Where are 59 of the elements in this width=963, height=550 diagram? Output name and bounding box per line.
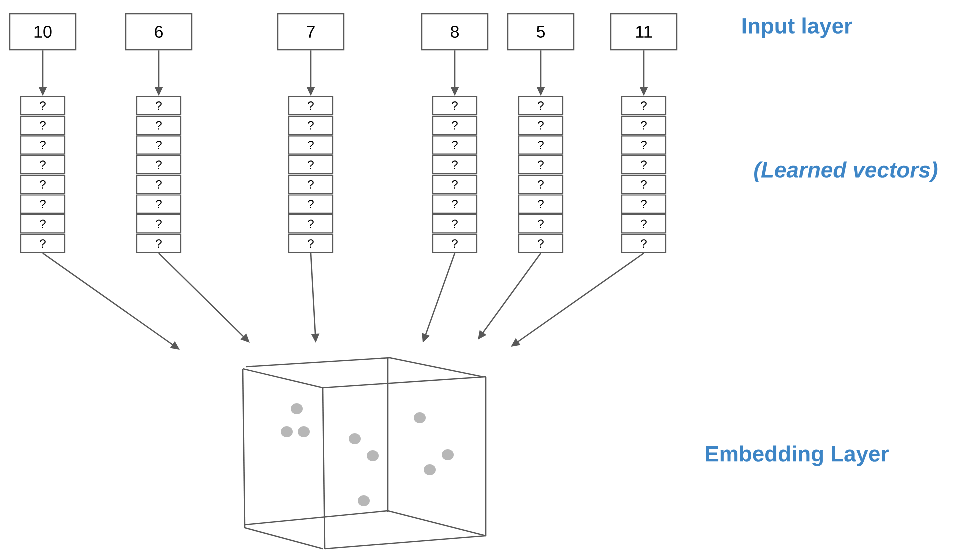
vector-cell: ? bbox=[288, 116, 334, 136]
layer-label: Embedding Layer bbox=[706, 446, 889, 466]
vector-cell: ? bbox=[432, 155, 478, 175]
vector-cell: ? bbox=[432, 175, 478, 194]
vector-cell: ? bbox=[621, 234, 667, 254]
vector-cell: ? bbox=[20, 155, 66, 175]
vector-cell: ? bbox=[518, 175, 564, 194]
vector-cell: ? bbox=[20, 214, 66, 234]
vector-cell: ? bbox=[288, 175, 334, 194]
vector-cell: ? bbox=[621, 116, 667, 136]
vector-cell: ? bbox=[136, 175, 182, 194]
vector-cell: ? bbox=[288, 136, 334, 155]
vector-cell: ? bbox=[518, 96, 564, 116]
vector-cell: ? bbox=[432, 116, 478, 136]
input-box: 8 bbox=[421, 13, 489, 51]
vector-cell: ? bbox=[20, 116, 66, 136]
vector-cell: ? bbox=[518, 116, 564, 136]
vector-cell: ? bbox=[432, 194, 478, 214]
vector-cell: ? bbox=[20, 96, 66, 116]
vector-cell: ? bbox=[432, 234, 478, 254]
vector-cell: ? bbox=[136, 96, 182, 116]
vector-cell: ? bbox=[432, 96, 478, 116]
vector-cell: ? bbox=[621, 175, 667, 194]
input-box: 6 bbox=[125, 13, 193, 51]
input-box: 5 bbox=[507, 13, 575, 51]
arrow bbox=[158, 252, 250, 343]
input-box: 11 bbox=[610, 13, 678, 51]
vector-cell: ? bbox=[20, 136, 66, 155]
vector-cell: ? bbox=[518, 155, 564, 175]
vector-cell: ? bbox=[621, 136, 667, 155]
layer-label: (Learned vectors) bbox=[754, 162, 938, 182]
cube-drawing bbox=[242, 357, 487, 550]
vector-cell: ? bbox=[288, 96, 334, 116]
vector-cell: ? bbox=[20, 234, 66, 254]
vector-cell: ? bbox=[432, 214, 478, 234]
vector-cell: ? bbox=[518, 194, 564, 214]
vector-cell: ? bbox=[432, 136, 478, 155]
input-box: 7 bbox=[277, 13, 345, 51]
vector-cell: ? bbox=[136, 136, 182, 155]
vector-cell: ? bbox=[621, 155, 667, 175]
vector-cell: ? bbox=[288, 155, 334, 175]
vector-cell: ? bbox=[20, 194, 66, 214]
vector-cell: ? bbox=[136, 234, 182, 254]
vector-cell: ? bbox=[288, 214, 334, 234]
vector-cell: ? bbox=[518, 136, 564, 155]
input-box: 10 bbox=[9, 13, 77, 51]
vector-cell: ? bbox=[518, 214, 564, 234]
vector-cell: ? bbox=[518, 234, 564, 254]
vector-cell: ? bbox=[621, 194, 667, 214]
vector-cell: ? bbox=[621, 96, 667, 116]
vector-cell: ? bbox=[136, 155, 182, 175]
vector-cell: ? bbox=[136, 194, 182, 214]
vector-cell: ? bbox=[20, 175, 66, 194]
layer-label: Input layer bbox=[742, 18, 852, 38]
vector-cell: ? bbox=[136, 116, 182, 136]
vector-cell: ? bbox=[136, 214, 182, 234]
vector-cell: ? bbox=[621, 214, 667, 234]
vector-cell: ? bbox=[288, 234, 334, 254]
vector-cell: ? bbox=[288, 194, 334, 214]
